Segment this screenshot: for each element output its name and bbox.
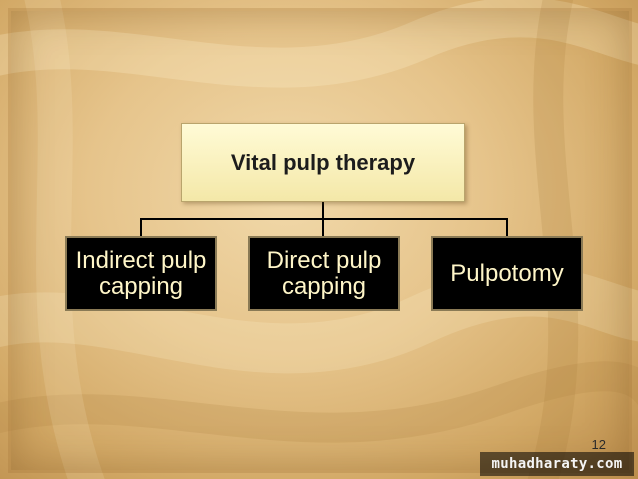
slide-page-number: 12 bbox=[591, 437, 606, 452]
child-node-pulpotomy: Pulpotomy bbox=[431, 236, 583, 311]
site-watermark: muhadharaty.com bbox=[480, 452, 634, 476]
child-node-indirect-pulp-capping: Indirect pulp capping bbox=[65, 236, 217, 311]
child-node-direct-pulp-capping: Direct pulp capping bbox=[248, 236, 400, 311]
root-node-vital-pulp-therapy: Vital pulp therapy bbox=[181, 123, 465, 202]
